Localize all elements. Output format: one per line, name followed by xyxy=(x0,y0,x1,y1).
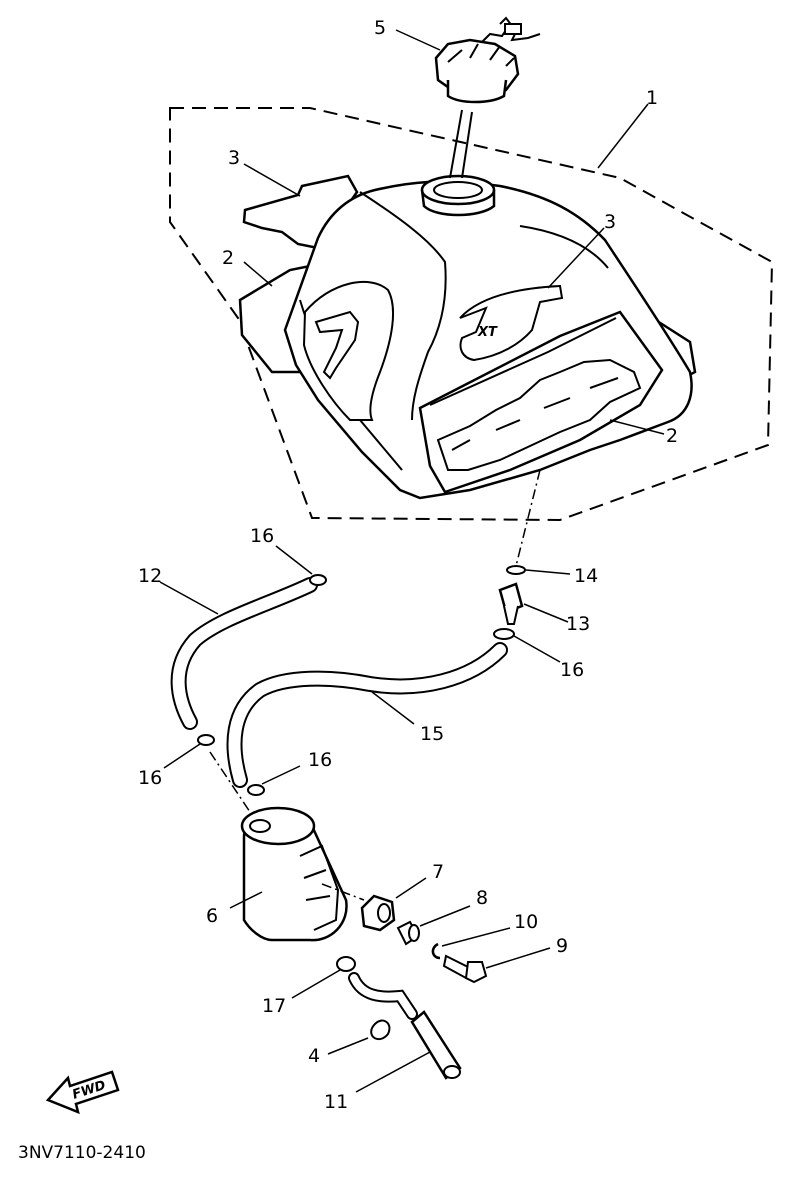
part-number-label: 4 xyxy=(308,1045,320,1067)
part-number-label: 10 xyxy=(514,911,538,933)
drawing-code: 3NV7110-2410 xyxy=(18,1143,146,1163)
fuel-filler-cap xyxy=(434,16,541,104)
part-number-label: 16 xyxy=(250,525,274,547)
forward-direction-arrow-icon: FWD xyxy=(45,1070,120,1115)
tank-contour-line xyxy=(519,225,609,269)
leader-line-14 xyxy=(159,581,219,615)
leader-line-16-b xyxy=(275,545,313,575)
leader-line-4 xyxy=(327,1037,369,1055)
o-ring xyxy=(506,565,526,575)
part-number-label: 16 xyxy=(308,749,332,771)
leader-line-12 xyxy=(525,569,571,575)
bolt xyxy=(442,954,488,984)
part-number-label: 8 xyxy=(476,887,488,909)
tank-contour-line xyxy=(359,191,447,421)
leader-line-3-right xyxy=(547,227,605,289)
part-number-label: 17 xyxy=(262,995,286,1017)
part-number-label: 2 xyxy=(666,425,678,447)
leader-line-8 xyxy=(419,905,471,927)
fuel-hose-14-inner xyxy=(172,579,316,728)
hose-clip xyxy=(247,784,265,796)
fuel-hose-15 xyxy=(410,1010,462,1080)
leader-line-2-right xyxy=(609,419,665,435)
tank-decal-graphic xyxy=(418,310,664,494)
hose-clip xyxy=(197,734,215,746)
hose-clip-17 xyxy=(336,956,356,972)
leader-line-3-left xyxy=(243,163,301,197)
leader-line-16-a xyxy=(513,635,561,663)
fuel-hose-13-inner xyxy=(228,644,506,786)
assembly-line-dashdot xyxy=(515,469,541,567)
tank-logo-text: XT xyxy=(477,325,498,340)
part-number-label: 15 xyxy=(420,723,444,745)
assembly-line-dashdot xyxy=(321,883,365,901)
collar xyxy=(396,920,420,946)
part-number-label: 9 xyxy=(556,935,568,957)
part-number-label: 16 xyxy=(560,659,584,681)
part-number-label: 16 xyxy=(138,767,162,789)
part-number-label: 1 xyxy=(646,87,658,109)
leader-line-5 xyxy=(395,29,441,51)
leader-line-11 xyxy=(523,603,569,623)
part-number-label: 11 xyxy=(324,1091,348,1113)
leader-line-1 xyxy=(597,103,649,169)
part-number-label: 14 xyxy=(574,565,598,587)
leader-line-2-left xyxy=(243,261,273,287)
leader-line-16-c xyxy=(163,743,201,769)
hose-clip xyxy=(493,628,515,640)
cap-alignment-line xyxy=(461,111,473,179)
cap-alignment-line xyxy=(449,109,463,179)
hose-clip xyxy=(309,574,327,586)
part-number-label: 3 xyxy=(228,147,240,169)
tank-logo-xt: XT xyxy=(459,284,564,362)
rubber-bushing xyxy=(360,894,396,932)
lock-washer xyxy=(431,942,441,960)
leader-line-17 xyxy=(291,969,341,999)
leader-line-6 xyxy=(229,891,263,909)
assembly-line-dashdot xyxy=(209,751,259,825)
fuel-pump xyxy=(240,806,348,942)
leader-line-9 xyxy=(485,947,551,969)
part-number-label: 6 xyxy=(206,905,218,927)
part-number-label: 12 xyxy=(138,565,162,587)
leader-line-7 xyxy=(395,877,427,899)
leader-line-15 xyxy=(355,1051,431,1093)
part-number-label: 5 xyxy=(374,17,386,39)
leader-line-16-d xyxy=(261,765,301,785)
assembly-boundary-dashed xyxy=(169,107,774,522)
fuel-valve xyxy=(498,582,524,625)
pump-outlet-hose-inner xyxy=(350,974,416,1018)
part-number-label: 3 xyxy=(604,211,616,233)
fuel-tank-filler-neck xyxy=(420,174,496,217)
hose-clip-4 xyxy=(370,1019,391,1041)
leader-line-10 xyxy=(441,927,511,947)
part-number-label: 7 xyxy=(432,861,444,883)
tank-emblem-j-shape xyxy=(314,310,360,380)
part-number-label: 13 xyxy=(566,613,590,635)
leader-line-13 xyxy=(371,691,415,725)
part-number-label: 2 xyxy=(222,247,234,269)
